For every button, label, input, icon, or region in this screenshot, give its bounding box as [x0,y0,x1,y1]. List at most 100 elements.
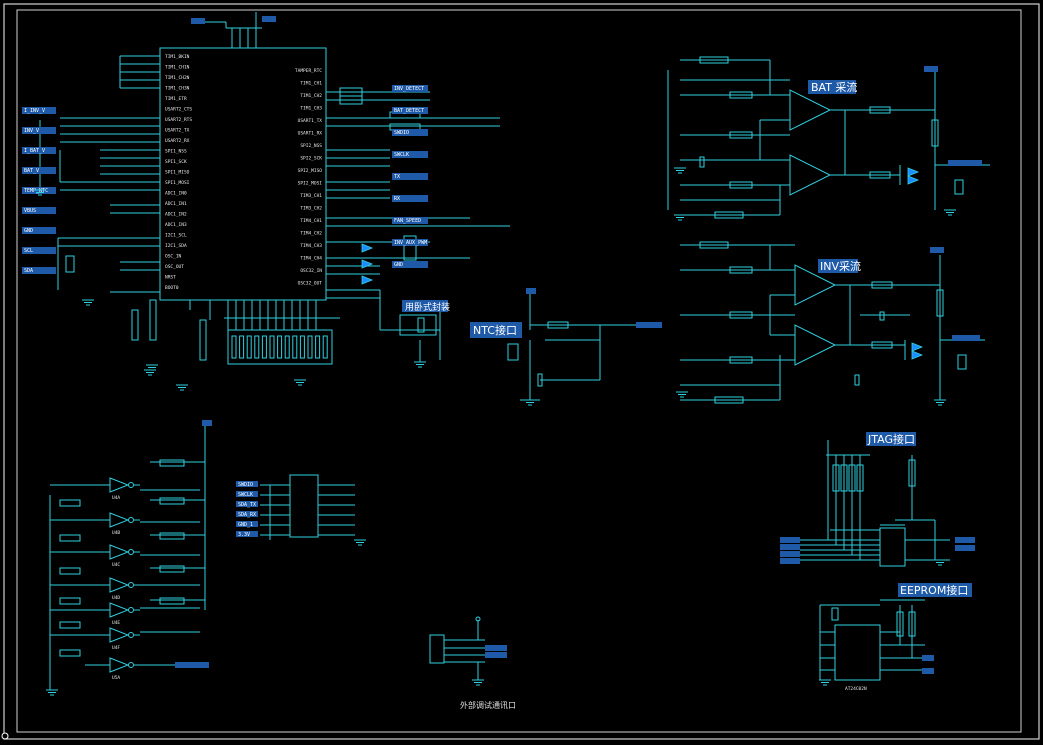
sheet-inner-border [16,9,1022,733]
mcu-pin-right: TIM1_CH3 [300,106,322,112]
buffer-part-label: U4E [112,620,120,626]
buffer-part-label: U4D [112,595,120,601]
buffer-gate[interactable] [109,512,130,528]
diode-d23-icon [911,342,924,352]
net-label [22,147,56,154]
diode-d22-icon [907,175,920,185]
mcu-pin-left: ADC1_IN3 [165,222,187,228]
sheet-border [3,3,1040,740]
opamp-u2b[interactable] [789,154,832,196]
mcu-pin-left: ADC1_IN2 [165,212,187,218]
mcu-pin-right: USART1_RX [298,131,323,137]
diode-d21-icon [907,167,920,177]
net-label-text: TX [394,174,400,180]
ntc-title: NTC接口 [473,324,517,337]
mcu-pin-left: BOOT0 [165,285,179,291]
decoupling-cap [246,335,252,359]
buffer-gate[interactable] [109,577,130,593]
mcu-pin-left: USART2_TX [165,128,190,134]
net-label [392,129,428,136]
net-label [392,107,428,114]
crystal-title: 用卧式封装 [402,300,450,313]
eeprom-part-number: AT24C02N [845,686,867,692]
net-label-text: FAN_SPEED [394,218,421,224]
net-label-text: VBUS [24,208,36,214]
eeprom-chip[interactable] [834,624,881,681]
ntc-block: NTC接口 [470,288,662,401]
jtag-header[interactable] [879,527,906,567]
mcu-pin-right: TIM1_CH1 [300,81,322,87]
decoupling-cap [284,335,290,359]
buffer-inverter-bubble [128,662,134,668]
mcu-pin-left: TIM1_CH2N [165,75,190,81]
opamp-u2a[interactable] [789,89,832,131]
buffer-part-label: U5A [112,675,120,681]
mcu-pin-left: TIM1_ETR [165,96,187,102]
buffer-gate[interactable] [109,657,130,673]
mcu-pin-right: TIM4_CH2 [300,231,322,237]
mcu-block: TIM1_BKINTIM1_CH1NTIM1_CH2NTIM1_CH3NTIM1… [159,12,340,365]
mcu-pin-left: USART2_RTS [165,117,192,123]
mcu-pin-left: SPI1_SCK [165,159,187,165]
connector-label-text: GND_1 [238,522,253,528]
connector-label-text: SWCLK [238,492,253,498]
net-label-text: SDA [24,268,33,274]
connector-label [236,521,258,527]
mcu-pin-left: OSC_OUT [165,264,184,270]
buffer-inverter-bubble [128,582,134,588]
corner-marker[interactable] [1,732,9,740]
buffer-inverter-bubble [128,632,134,638]
debug-header[interactable] [429,634,445,664]
led-green-3-icon [361,275,374,285]
mcu-pin-left: TIM1_CH3N [165,86,190,92]
mcu-pin-left: I2C1_SCL [165,233,187,239]
connector-body[interactable] [289,474,319,538]
connector-label-text: SDA_RX [238,512,256,518]
net-label [22,127,56,134]
mcu-pin-right: OSC32_OUT [298,281,323,287]
led-green-2-icon [361,259,374,269]
net-label-text: BAT_DETECT [394,108,424,114]
mcu-pin-right: TAMPER_RTC [295,68,322,74]
mcu-pin-right: OSC32_IN [300,268,322,274]
buffer-gate[interactable] [109,627,130,643]
net-label-text: BAT_V [24,168,39,174]
opamp-u3a[interactable] [794,264,837,306]
decoupling-cap [269,335,275,359]
mcu-pin-left: I2C1_SDA [165,243,187,249]
net-label [392,151,428,158]
mcu-pin-right: SPI2_NSS [300,143,322,149]
decoupling-cap [299,335,305,359]
buffer-gate[interactable] [109,602,130,618]
net-label-text: I_INV_V [24,108,45,114]
decoupling-cap [315,335,321,359]
mcu-pin-left: TIM1_CH1N [165,65,190,71]
net-label-text: INV_DETECT [394,86,424,92]
buffer-gate[interactable] [109,477,130,493]
buffer-gate[interactable] [109,544,130,560]
mcu-pin-right: TIM3_CH2 [300,206,322,212]
connector-label-text: SDA_TX [238,502,256,508]
decoupling-cap [322,335,328,359]
eeprom-title: EEPROM接口 [900,584,968,597]
inv-current-sense: INV采流 [680,241,985,404]
label-dcdc-lim [948,160,982,166]
connector-label-text: 3.3V [238,532,250,538]
net-label [22,107,56,114]
net-label-text: INV_V [24,128,39,134]
net-label-text: INV_AUX_PWM [394,240,427,246]
mcu-pin-right: TIM4_CH4 [300,256,322,262]
decoupling-cap [231,335,237,359]
debug-port-title: 外部调试通讯口 [460,700,516,710]
opamp-u3b[interactable] [794,324,837,366]
net-label [22,167,56,174]
decoupling-cap [254,335,260,359]
label-inv-lim [952,335,980,341]
mcu-pin-right: TIM3_CH1 [300,193,322,199]
decoupling-cap [261,335,267,359]
eeprom-block: EEPROM接口 AT24C02N [819,583,972,692]
mcu-pin-right: SPI2_MISO [298,168,323,174]
label-3v3-mcu [191,18,205,24]
